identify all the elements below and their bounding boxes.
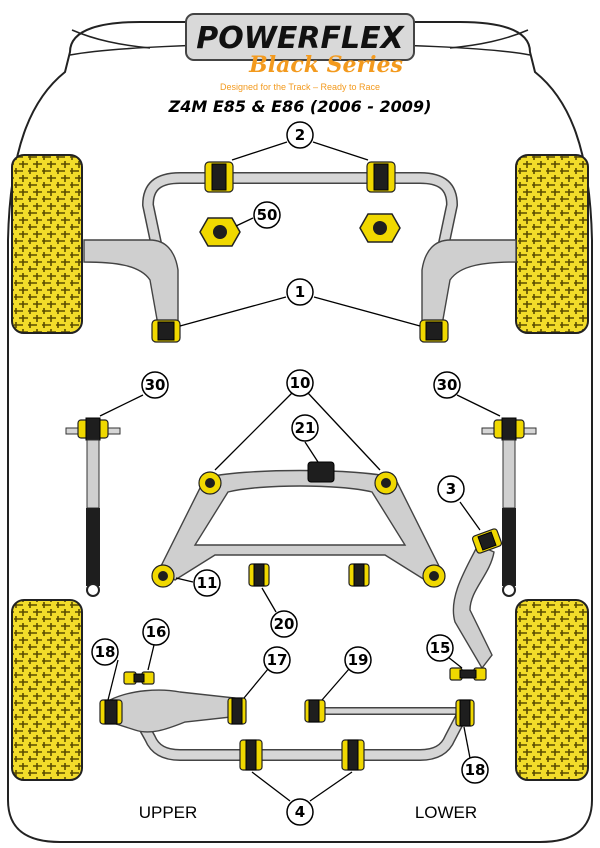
callout-1: 1 xyxy=(286,278,314,306)
logo-brand: POWERFLEX xyxy=(196,21,405,56)
callout-17: 17 xyxy=(263,646,291,674)
bush-16 xyxy=(123,671,155,685)
bush-4-right xyxy=(341,739,365,771)
front-grille-left xyxy=(71,29,151,49)
bush-15 xyxy=(449,667,487,681)
callout-21-text: 21 xyxy=(295,419,316,437)
bush-4-left xyxy=(239,739,263,771)
logo-series: Black Series xyxy=(248,52,403,78)
bush-2-right xyxy=(366,161,396,193)
rear-anti-roll-bar-inner xyxy=(136,712,466,760)
callout-3: 3 xyxy=(437,475,465,503)
model-title: Z4M E85 & E86 (2006 - 2009) xyxy=(168,97,432,116)
front-right-tyre xyxy=(515,154,589,334)
bush-11-left xyxy=(151,564,175,588)
diff-mount xyxy=(307,461,335,483)
callout-17-text: 17 xyxy=(267,651,288,669)
callout-16: 16 xyxy=(142,618,170,646)
callout-50: 50 xyxy=(253,201,281,229)
callout-2: 2 xyxy=(286,121,314,149)
callout-2-text: 2 xyxy=(295,126,305,144)
bush-18-left xyxy=(99,699,123,725)
logo-badge xyxy=(185,13,415,61)
right-shock-absorber xyxy=(481,417,537,597)
callout-18-right: 18 xyxy=(461,756,489,784)
leader-lines xyxy=(99,141,501,802)
callout-21: 21 xyxy=(291,414,319,442)
powerflex-logo: POWERFLEX Black Series Designed for the … xyxy=(185,13,415,92)
bush-18-right xyxy=(455,699,475,727)
bush-1-right xyxy=(419,319,449,343)
front-left-tyre xyxy=(11,154,83,334)
callout-30-right-text: 30 xyxy=(437,376,458,394)
bush-20-right xyxy=(348,563,370,587)
callout-15: 15 xyxy=(426,634,454,662)
bush-3 xyxy=(471,528,503,554)
rear-left-tyre xyxy=(11,599,83,781)
callout-18-left: 18 xyxy=(91,638,119,666)
callout-18-left-text: 18 xyxy=(95,643,116,661)
front-anti-roll-bar-inner xyxy=(143,173,457,263)
callout-4: 4 xyxy=(286,798,314,826)
left-shock-absorber xyxy=(65,417,121,597)
callout-18-right-text: 18 xyxy=(465,761,486,779)
bush-11-right xyxy=(422,564,446,588)
callout-30-left-text: 30 xyxy=(145,376,166,394)
callout-16-text: 16 xyxy=(146,623,167,641)
top-mount-50-right xyxy=(359,213,401,243)
bush-17 xyxy=(227,697,247,725)
bush-10-right xyxy=(374,471,398,495)
callout-3-text: 3 xyxy=(446,480,456,498)
bush-20-left xyxy=(248,563,270,587)
bush-10-left xyxy=(198,471,222,495)
rear-right-tyre xyxy=(515,599,589,781)
callout-1-text: 1 xyxy=(295,283,305,301)
rear-subframe-inner xyxy=(193,485,407,546)
callout-20: 20 xyxy=(270,610,298,638)
logo-tagline: Designed for the Track – Ready to Race xyxy=(220,82,380,92)
callout-19-text: 19 xyxy=(348,651,369,669)
callout-11: 11 xyxy=(193,569,221,597)
bush-1-left xyxy=(151,319,181,343)
upper-label: UPPER xyxy=(139,803,198,822)
callout-50-text: 50 xyxy=(257,206,278,224)
callout-20-text: 20 xyxy=(274,615,295,633)
callout-19: 19 xyxy=(344,646,372,674)
bush-2-left xyxy=(204,161,234,193)
callout-10: 10 xyxy=(286,369,314,397)
callout-10-text: 10 xyxy=(290,374,311,392)
front-grille-right xyxy=(449,29,529,49)
callout-30-left: 30 xyxy=(141,371,169,399)
top-mount-50-left xyxy=(199,217,241,247)
lower-label: LOWER xyxy=(415,803,477,822)
callout-4-text: 4 xyxy=(295,803,305,821)
callout-11-text: 11 xyxy=(197,574,218,592)
callout-15-text: 15 xyxy=(430,639,451,657)
trailing-arm xyxy=(452,544,495,670)
bush-19 xyxy=(304,699,326,723)
callout-30-right: 30 xyxy=(433,371,461,399)
